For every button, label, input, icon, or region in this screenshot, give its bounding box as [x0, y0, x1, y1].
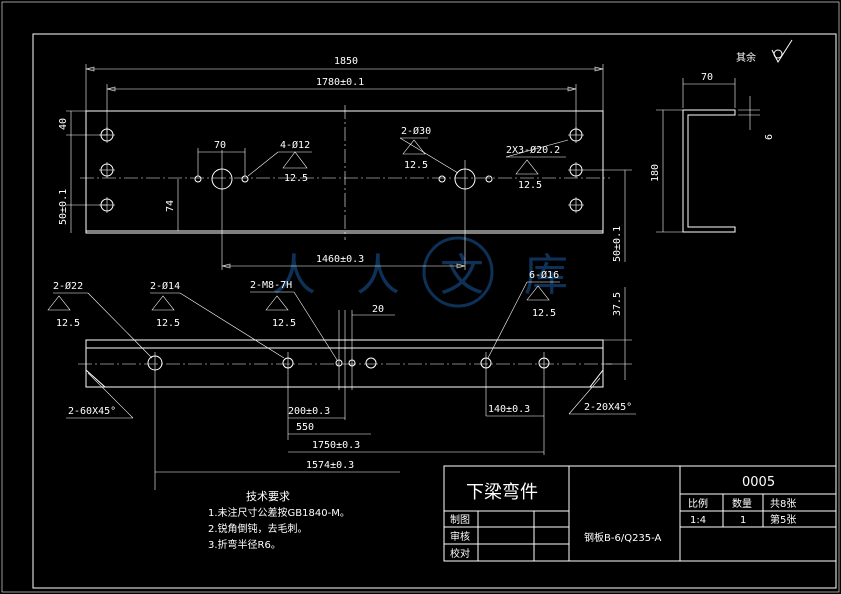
dim-1750: 1750±0.3 [312, 440, 360, 451]
part-name: 下梁弯件 [466, 482, 538, 503]
dim-74: 74 [165, 200, 176, 212]
dim-side-6: 6 [764, 134, 775, 140]
note-2x3-holes-20: 2X3-Ø20.2 [506, 144, 560, 156]
front-roughness-b: 12.5 [156, 318, 180, 329]
note-m8-thread: 2-M8-7H [250, 280, 292, 291]
dim-140: 140±0.3 [488, 404, 530, 415]
roughness-c: 12.5 [518, 180, 542, 191]
note-2-holes-30: 2-Ø30 [401, 125, 431, 137]
material: 钢板B-6/Q235-A [584, 531, 662, 544]
title-block [443, 465, 837, 562]
hole-group-right [568, 127, 584, 213]
dim-left-50: 50±0.1 [58, 189, 69, 225]
dim-side-180: 180 [650, 164, 661, 182]
scale-label: 比例 [688, 497, 708, 510]
drawing-number: 0005 [742, 475, 775, 490]
center-holes-right [438, 160, 493, 270]
roughness-b: 12.5 [404, 160, 428, 171]
note-2-holes-22: 2-Ø22 [53, 280, 83, 292]
note-6-holes-16: 6-Ø16 [529, 269, 559, 281]
chamfer-left: 2-60X45° [68, 406, 116, 417]
front-view-plate [85, 339, 604, 388]
note-2-holes-14: 2-Ø14 [150, 280, 180, 292]
proof-label: 校对 [450, 547, 470, 560]
hole-group-left [99, 127, 115, 213]
side-view-profile [682, 109, 736, 233]
dim-side-70: 70 [701, 72, 713, 83]
qty-value: 1 [740, 515, 746, 526]
scale-value: 1:4 [690, 515, 706, 526]
roughness-a: 12.5 [284, 173, 308, 184]
qty-label: 数量 [732, 497, 752, 510]
roughness-note: 其余 [736, 51, 756, 64]
front-holes [147, 310, 550, 490]
drawn-label: 制图 [450, 513, 470, 526]
tech-item-1: 1.未注尺寸公差按GB1840-M。 [208, 506, 350, 519]
watermark: 人人文库 [272, 236, 608, 308]
front-roughness-d: 12.5 [532, 308, 556, 319]
note-4-holes-12: 4-Ø12 [280, 139, 310, 151]
center-holes-left [194, 150, 249, 270]
dim-70-top: 70 [214, 140, 226, 151]
top-view-plate [85, 110, 604, 234]
dim-20: 20 [372, 304, 384, 315]
dim-550: 550 [296, 422, 314, 433]
dim-1574: 1574±0.3 [306, 460, 354, 471]
front-roughness-a: 12.5 [56, 318, 80, 329]
sheets-label: 共8张 [770, 498, 796, 510]
sheet-value: 第5张 [770, 513, 796, 526]
tech-item-3: 3.折弯半径R6。 [208, 538, 281, 551]
dim-200: 200±0.3 [288, 406, 330, 417]
tech-item-2: 2.锐角倒钝，去毛刺。 [208, 522, 308, 535]
tech-heading: 技术要求 [246, 490, 290, 503]
chamfer-right: 2-20X45° [584, 402, 632, 413]
dim-hole-span: 1780±0.1 [316, 77, 364, 88]
dim-right-50: 50±0.1 [612, 226, 623, 262]
checked-label: 审核 [450, 530, 470, 543]
front-roughness-c: 12.5 [272, 318, 296, 329]
watermark-text: 人人文库 [272, 250, 608, 301]
drawing-frame [32, 33, 837, 589]
dim-left-40: 40 [58, 118, 69, 130]
roughness-circle-icon [771, 39, 793, 64]
dim-37-5: 37.5 [612, 292, 623, 316]
dim-1460: 1460±0.3 [316, 254, 364, 265]
dim-overall-length: 1850 [334, 56, 358, 67]
